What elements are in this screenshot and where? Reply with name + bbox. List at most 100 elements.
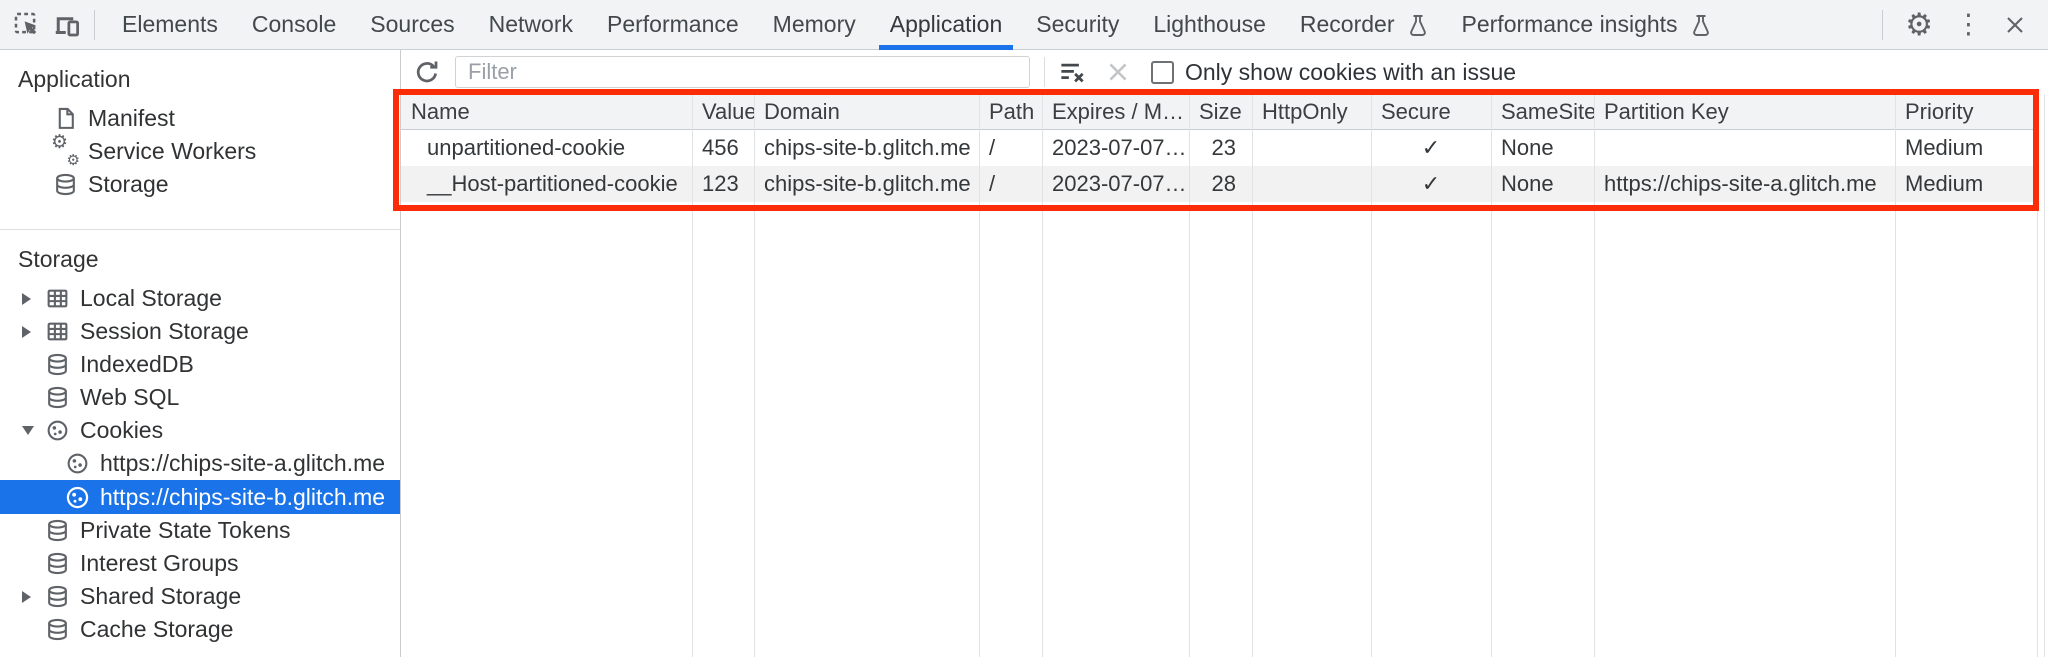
sidebar-item-cookies[interactable]: Cookies xyxy=(0,414,400,447)
cookie-row-samesite[interactable]: None xyxy=(1501,171,1554,196)
section-title-application: Application xyxy=(18,66,131,92)
column-header-priority[interactable]: Priority xyxy=(1905,99,1974,124)
cookie-row-path[interactable]: / xyxy=(989,171,996,196)
database-icon xyxy=(44,384,71,411)
cookie-row-expires[interactable]: 2023-07-07… xyxy=(1052,135,1187,160)
refresh-icon[interactable] xyxy=(411,56,443,88)
table-header-band xyxy=(401,94,2037,130)
chevron-right-icon[interactable] xyxy=(22,292,31,305)
sidebar-item-label: Cookies xyxy=(80,417,164,443)
cookie-row-expires[interactable]: 2023-07-07… xyxy=(1052,171,1187,196)
sidebar-item-label: Service Workers xyxy=(88,138,257,164)
tab-sources[interactable]: Sources xyxy=(370,11,455,37)
cookie-row-name[interactable]: __Host-partitioned-cookie xyxy=(427,171,678,196)
tab-elements[interactable]: Elements xyxy=(122,11,218,37)
database-icon xyxy=(44,550,71,577)
chevron-down-icon[interactable] xyxy=(22,426,34,435)
clear-filter-icon[interactable] xyxy=(1057,57,1087,87)
cookie-row-size[interactable]: 28 xyxy=(1211,171,1236,196)
cookie-row-domain[interactable]: chips-site-b.glitch.me xyxy=(764,135,971,160)
toolbar-divider xyxy=(1044,57,1045,87)
cookie-row-value[interactable]: 123 xyxy=(702,171,739,196)
settings-gear-icon[interactable]: ⚙ xyxy=(1905,7,1933,42)
filter-input[interactable] xyxy=(455,56,1030,88)
tab-application[interactable]: Application xyxy=(873,0,1020,50)
database-icon xyxy=(52,171,79,198)
column-header-httponly[interactable]: HttpOnly xyxy=(1262,99,1348,124)
column-header-partition-key[interactable]: Partition Key xyxy=(1604,99,1729,124)
tabbar-right-controls: ⚙ ⋮ xyxy=(1872,8,2038,42)
chevron-right-icon[interactable] xyxy=(22,325,31,338)
cookie-row-partition-key[interactable]: https://chips-site-a.glitch.me xyxy=(1604,171,1877,196)
database-icon xyxy=(44,351,71,378)
cookie-row-secure-checkmark[interactable]: ✓ xyxy=(1421,171,1441,196)
sidebar-item-label: https://chips-site-b.glitch.me xyxy=(100,483,386,510)
column-header-name[interactable]: Name xyxy=(411,99,470,124)
cookie-row-httponly[interactable] xyxy=(1252,166,1371,202)
sidebar-item-interest-groups[interactable]: Interest Groups xyxy=(0,547,400,580)
application-sidebar: Application Manifest ⚙ ⚙ Service Workers xyxy=(0,50,401,657)
sidebar-section-storage: Storage Local Storage Session Storage xyxy=(0,229,400,646)
cookie-row-priority[interactable]: Medium xyxy=(1905,171,1984,196)
sidebar-item-session-storage[interactable]: Session Storage xyxy=(0,315,400,348)
tab-security[interactable]: Security xyxy=(1036,11,1120,37)
cookie-row-path[interactable]: / xyxy=(989,135,996,160)
sidebar-item-storage[interactable]: Storage xyxy=(0,168,400,201)
sidebar-item-label: https://chips-site-a.glitch.me xyxy=(100,450,386,476)
experiment-flask-icon xyxy=(1687,13,1711,37)
tab-performance-insights[interactable]: Performance insights xyxy=(1445,0,1728,50)
cookies-panel: Only show cookies with an issue Name Val… xyxy=(401,50,2048,657)
tab-performance-insights-label: Performance insights xyxy=(1461,11,1678,37)
sidebar-item-service-workers[interactable]: ⚙ ⚙ Service Workers xyxy=(0,132,400,169)
sidebar-item-label: Web SQL xyxy=(80,384,180,410)
delete-icon[interactable] xyxy=(1105,59,1131,85)
sidebar-item-cookies-chips-site-a[interactable]: https://chips-site-a.glitch.me xyxy=(0,447,400,480)
cookie-row-httponly[interactable] xyxy=(1252,130,1371,166)
column-header-size[interactable]: Size xyxy=(1199,99,1242,124)
table-grid-icon xyxy=(44,285,71,312)
sidebar-item-web-sql[interactable]: Web SQL xyxy=(0,381,400,414)
close-devtools-icon[interactable] xyxy=(1998,8,2032,42)
cookie-row-priority[interactable]: Medium xyxy=(1905,135,1984,160)
sidebar-item-manifest[interactable]: Manifest xyxy=(0,102,400,135)
cookie-row-size[interactable]: 23 xyxy=(1211,135,1236,160)
tab-performance[interactable]: Performance xyxy=(607,11,739,37)
column-header-value[interactable]: Value xyxy=(702,99,754,124)
device-toolbar-icon[interactable] xyxy=(50,8,84,42)
cookies-table: Name Value Domain Path Expires / M… Size… xyxy=(401,94,2048,657)
cookie-row-secure-checkmark[interactable]: ✓ xyxy=(1421,135,1441,160)
chevron-right-icon[interactable] xyxy=(22,590,31,603)
tab-recorder[interactable]: Recorder xyxy=(1283,0,1445,50)
tab-lighthouse[interactable]: Lighthouse xyxy=(1153,11,1266,37)
more-options-kebab-icon[interactable]: ⋮ xyxy=(1955,9,1982,39)
panel-tabs: Elements Console Sources Network Perform… xyxy=(105,0,1728,50)
tab-network[interactable]: Network xyxy=(488,11,573,37)
cookie-icon xyxy=(44,417,71,444)
cookie-row-domain[interactable]: chips-site-b.glitch.me xyxy=(764,171,971,196)
service-workers-gears-icon: ⚙ ⚙ xyxy=(51,132,80,169)
manifest-file-icon xyxy=(52,105,79,132)
sidebar-item-private-state-tokens[interactable]: Private State Tokens xyxy=(0,514,400,547)
column-header-path[interactable]: Path xyxy=(989,99,1035,124)
sidebar-item-shared-storage[interactable]: Shared Storage xyxy=(0,580,400,613)
only-show-issue-checkbox[interactable] xyxy=(1151,60,1174,84)
sidebar-item-label: Storage xyxy=(88,171,169,197)
cookie-row-samesite[interactable]: None xyxy=(1501,135,1554,160)
column-header-samesite[interactable]: SameSite xyxy=(1501,99,1594,124)
database-icon xyxy=(44,517,71,544)
tab-console[interactable]: Console xyxy=(251,11,337,37)
tab-memory[interactable]: Memory xyxy=(772,11,856,37)
cookie-row-partition-key[interactable] xyxy=(1594,130,1895,166)
tabbar-divider xyxy=(94,9,95,40)
database-icon xyxy=(44,583,71,610)
column-header-domain[interactable]: Domain xyxy=(764,99,840,124)
cookie-row-name[interactable]: unpartitioned-cookie xyxy=(427,135,626,160)
sidebar-item-local-storage[interactable]: Local Storage xyxy=(0,282,400,315)
sidebar-item-cookies-chips-site-b[interactable]: https://chips-site-b.glitch.me xyxy=(0,480,400,514)
inspect-element-icon[interactable] xyxy=(10,8,44,42)
sidebar-item-indexeddb[interactable]: IndexedDB xyxy=(0,348,400,381)
cookie-row-value[interactable]: 456 xyxy=(702,135,739,160)
column-header-expires[interactable]: Expires / M… xyxy=(1052,99,1185,124)
column-header-secure[interactable]: Secure xyxy=(1381,99,1451,124)
sidebar-item-cache-storage[interactable]: Cache Storage xyxy=(0,613,400,646)
